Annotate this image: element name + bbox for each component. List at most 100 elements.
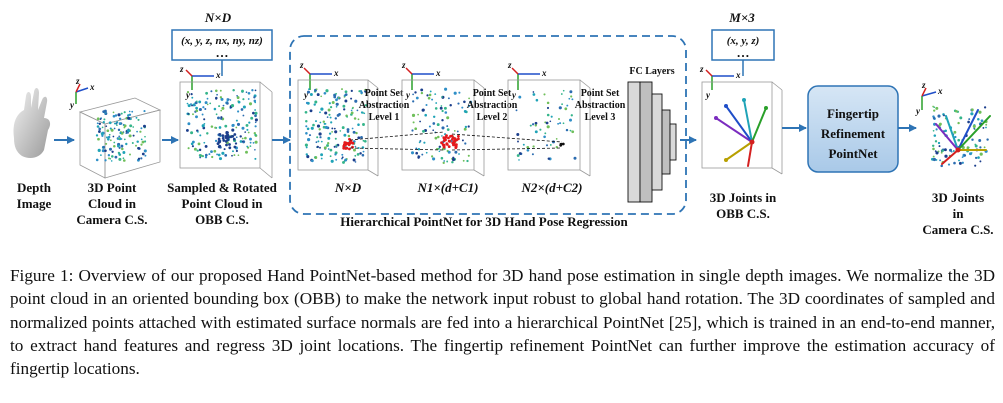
cloud-point	[932, 116, 936, 120]
cloud-point	[120, 144, 124, 148]
cloud-point	[307, 138, 311, 142]
cloud-point	[206, 132, 209, 135]
cloud-point	[241, 126, 245, 130]
label-refinement-line3: PointNet	[828, 146, 878, 161]
cloud-point	[341, 157, 343, 160]
cloud-point	[141, 152, 145, 156]
cloud-point	[346, 130, 350, 133]
cloud-point	[978, 122, 981, 125]
cloud-point	[322, 125, 326, 129]
cloud-point	[316, 124, 321, 128]
cloud-point	[210, 90, 213, 93]
axis-label-y-4: y	[405, 90, 411, 100]
label-psa1-line1: Point Set	[365, 88, 404, 99]
cloud-point	[568, 97, 571, 100]
cloud-point	[214, 139, 218, 143]
cloud-point	[251, 89, 254, 92]
cloud-point	[428, 93, 432, 97]
cloud-point	[248, 102, 253, 106]
cloud-point	[246, 128, 249, 131]
cloud-point	[344, 93, 348, 96]
cloud-point	[235, 126, 238, 129]
cloud-point	[516, 154, 520, 157]
cloud-point	[96, 125, 100, 128]
cloud-point	[119, 131, 122, 135]
label-sampled-line3: OBB C.S.	[195, 212, 249, 227]
highlight-point	[457, 134, 460, 138]
cloud-point	[547, 157, 551, 160]
cloud-point	[350, 97, 353, 100]
cloud-point	[558, 106, 562, 110]
cloud-point	[356, 109, 359, 112]
level0-cloud-dots	[304, 88, 368, 164]
cloud-point	[957, 121, 960, 125]
cloud-point	[187, 112, 190, 115]
axis-label-z-1: z	[75, 76, 80, 86]
cloud-point	[337, 96, 340, 99]
cloud-point	[204, 153, 208, 157]
cloud-point	[526, 148, 530, 152]
label-refinement-line1: Fingertip	[827, 106, 879, 121]
cloud-point	[973, 127, 976, 130]
cloud-point	[546, 125, 550, 129]
cloud-point	[233, 154, 236, 157]
cloud-point	[313, 103, 316, 106]
cloud-point	[420, 88, 424, 92]
cloud-point	[446, 125, 449, 128]
cloud-point	[194, 104, 196, 107]
cloud-point	[220, 109, 223, 112]
cloud-point	[218, 157, 223, 161]
highlight-point	[348, 141, 352, 145]
cloud-point	[947, 163, 951, 166]
cloud-point	[982, 126, 985, 129]
label-psa1-line3: Level 1	[369, 112, 400, 123]
cloud-point	[316, 93, 320, 97]
cloud-point	[314, 100, 318, 104]
cloud-point	[199, 134, 202, 137]
cloud-point	[141, 140, 145, 144]
cloud-point	[346, 128, 350, 132]
cloud-point	[550, 115, 553, 118]
cloud-point	[254, 149, 256, 151]
cloud-point	[983, 106, 987, 109]
cloud-point	[942, 148, 945, 151]
cloud-point	[113, 141, 116, 144]
cloud-point	[114, 155, 118, 159]
cloud-point	[544, 132, 547, 135]
label-point-cloud-camera-line1: 3D Point	[88, 180, 137, 195]
cloud-point	[515, 109, 518, 112]
cloud-point	[231, 128, 235, 132]
cloud-point	[971, 108, 974, 112]
label-point-cloud-camera-line2: Cloud in	[88, 196, 137, 211]
cloud-point	[196, 149, 199, 152]
cloud-point	[131, 110, 134, 113]
cloud-point	[107, 138, 110, 141]
highlight-point	[233, 133, 237, 136]
cloud-point	[415, 147, 418, 150]
cloud-point	[518, 152, 522, 155]
cloud-point	[449, 103, 452, 107]
cloud-point	[142, 124, 147, 128]
cloud-point	[441, 126, 445, 130]
highlight-point	[454, 146, 458, 150]
cloud-point	[933, 109, 936, 112]
cloud-point	[977, 118, 980, 121]
cloud-point	[569, 90, 573, 94]
cloud-point	[316, 136, 319, 139]
cloud-point	[335, 158, 338, 161]
cloud-point	[441, 109, 444, 113]
cloud-point	[958, 161, 962, 165]
hierarchical-pointnet-frame	[289, 35, 687, 215]
label-point-cloud-camera-line3: Camera C.S.	[76, 212, 147, 227]
cloud-point	[970, 152, 973, 154]
cloud-point	[422, 108, 425, 112]
cloud-point	[324, 111, 328, 115]
cloud-point	[411, 113, 416, 117]
cloud-point	[932, 155, 935, 158]
label-psa2-line2: Abstraction	[467, 100, 518, 111]
cloud-point	[128, 110, 131, 113]
cloud-point	[219, 89, 222, 92]
cloud-point	[254, 121, 257, 124]
cloud-point	[327, 142, 330, 145]
label-input-dims: N×D	[204, 10, 232, 25]
